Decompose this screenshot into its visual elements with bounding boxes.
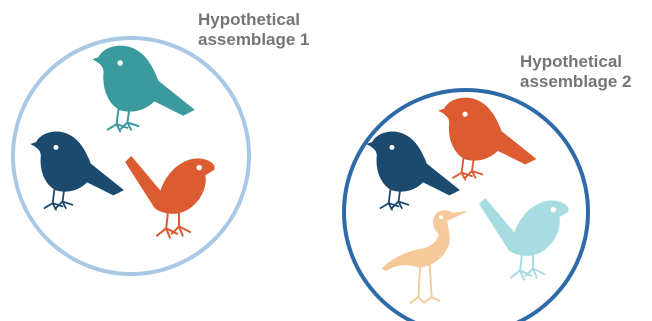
orange-finch-icon bbox=[439, 98, 535, 179]
teal-finch-icon bbox=[93, 46, 194, 131]
navy-finch-icon bbox=[367, 132, 459, 210]
navy-finch-icon bbox=[31, 132, 123, 210]
peach-heron-icon bbox=[382, 211, 466, 303]
orange-wren-icon bbox=[126, 157, 214, 238]
light-blue-wren-icon bbox=[480, 199, 568, 280]
